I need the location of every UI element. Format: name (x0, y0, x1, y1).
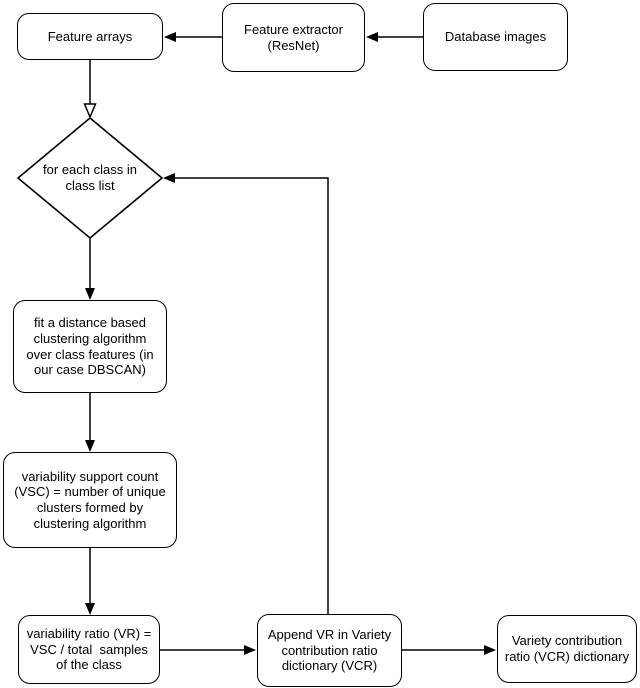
node-variability-ratio: variability ratio (VR) = VSC / total sam… (18, 615, 160, 684)
node-append-vr: Append VR in Variety contribution ratio … (257, 614, 402, 687)
node-append-vr-label: Append VR in Variety contribution ratio … (267, 627, 392, 674)
node-feature-extractor-label: Feature extractor (ResNet) (244, 21, 343, 53)
arrowhead-extractor-to-arrays (164, 32, 176, 42)
node-database-images: Database images (423, 3, 568, 71)
arrowhead-append-to-vcr (484, 645, 496, 655)
arrowhead-vr-to-append (244, 645, 256, 655)
arrowhead-decision-to-fit (85, 288, 95, 300)
decision-diamond-shape (16, 116, 164, 240)
arrowhead-database-to-extractor (366, 32, 378, 42)
node-feature-arrays-label: Feature arrays (47, 28, 133, 44)
node-vcr-dictionary-label: Variety contribution ratio (VCR) diction… (504, 633, 630, 664)
arrowhead-append-loop-to-decision (163, 173, 175, 183)
arrowhead-vsc-to-vr (85, 603, 95, 615)
arrowhead-fit-to-vsc (85, 440, 95, 452)
arrowhead-open-arrays-to-decision (83, 103, 97, 119)
node-variability-support-count: variability support count (VSC) = number… (3, 452, 177, 548)
node-feature-extractor: Feature extractor (ResNet) (222, 3, 365, 72)
node-variability-ratio-label: variability ratio (VR) = VSC / total sam… (26, 626, 152, 673)
edge-append-loop-to-decision (174, 177, 329, 614)
node-vcr-dictionary: Variety contribution ratio (VCR) diction… (497, 615, 637, 683)
node-fit-clustering-label: fit a distance based clustering algorith… (26, 315, 154, 378)
node-database-images-label: Database images (444, 29, 547, 45)
node-fit-clustering: fit a distance based clustering algorith… (13, 300, 167, 393)
node-variability-support-count-label: variability support count (VSC) = number… (14, 468, 166, 531)
node-feature-arrays: Feature arrays (17, 13, 163, 60)
